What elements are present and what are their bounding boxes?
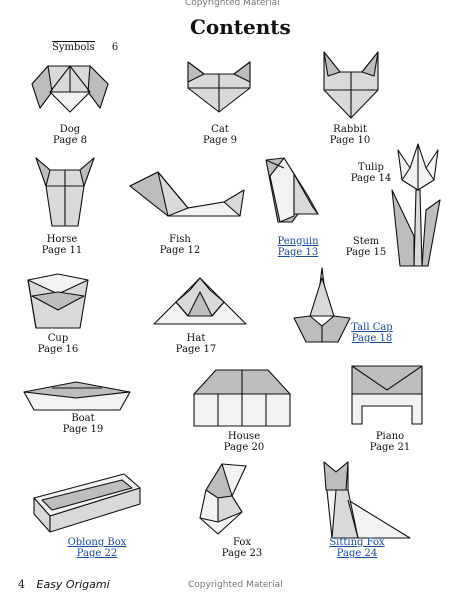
watermark-top: Copyrighted Material <box>185 0 280 8</box>
oblong-box-model-icon <box>33 473 141 533</box>
horse-model-icon <box>35 157 95 227</box>
entry-cat[interactable]: Cat Page 9 <box>190 124 250 146</box>
sitting-fox-model-icon <box>323 461 411 539</box>
entry-oblong-box[interactable]: Oblong Box Page 22 <box>62 537 132 559</box>
dog-model-icon <box>31 65 109 113</box>
page-title: Contents <box>190 15 291 39</box>
entry-sitting-fox[interactable]: Sitting Fox Page 24 <box>324 537 390 559</box>
entry-name: House <box>227 431 261 442</box>
entry-name: Dog <box>59 124 81 135</box>
tulip-model-icon <box>391 143 441 267</box>
entry-name: Horse <box>46 234 78 245</box>
house-model-icon <box>193 369 291 427</box>
entry-page: Page 17 <box>175 344 217 355</box>
entry-page: Page 13 <box>277 247 319 258</box>
entry-name: Piano <box>375 431 405 442</box>
entry-page: Page 21 <box>369 442 411 453</box>
entry-name: Tall Cap <box>351 322 393 333</box>
entry-page: Page 23 <box>221 548 263 559</box>
cup-model-icon <box>27 273 89 329</box>
entry-tall-cap[interactable]: Tall Cap Page 18 <box>346 322 398 344</box>
symbols-label: Symbols <box>52 41 95 53</box>
entry-page: Page 12 <box>159 245 201 256</box>
entry-page: Page 18 <box>351 333 393 344</box>
entry-boat[interactable]: Boat Page 19 <box>53 413 113 435</box>
watermark-bottom: Copyrighted Material <box>188 580 283 590</box>
entry-name: Penguin <box>277 236 319 247</box>
entry-name: Stem <box>352 236 380 247</box>
entry-rabbit[interactable]: Rabbit Page 10 <box>320 124 380 146</box>
boat-model-icon <box>23 381 131 411</box>
entry-hat[interactable]: Hat Page 17 <box>166 333 226 355</box>
entry-piano[interactable]: Piano Page 21 <box>360 431 420 453</box>
entry-stem[interactable]: Stem Page 15 <box>342 236 390 258</box>
entry-page: Page 10 <box>329 135 371 146</box>
entry-page: Page 15 <box>345 247 387 258</box>
footer: 4 Easy Origami <box>18 578 110 591</box>
fish-model-icon <box>129 171 245 217</box>
entry-page: Page 19 <box>62 424 104 435</box>
entry-page: Page 9 <box>202 135 238 146</box>
cat-model-icon <box>187 61 251 113</box>
entry-page: Page 24 <box>336 548 378 559</box>
entry-house[interactable]: House Page 20 <box>214 431 274 453</box>
rabbit-model-icon <box>323 51 379 119</box>
entry-tulip[interactable]: Tulip Page 14 <box>350 162 392 184</box>
entry-name: Sitting Fox <box>329 537 385 548</box>
entry-page: Page 8 <box>52 135 88 146</box>
entry-name: Cat <box>211 124 229 135</box>
symbols-entry[interactable]: Symbols 6 <box>52 41 119 53</box>
entry-fox[interactable]: Fox Page 23 <box>212 537 272 559</box>
entry-page: Page 14 <box>350 173 392 184</box>
entry-cup[interactable]: Cup Page 16 <box>28 333 88 355</box>
piano-model-icon <box>351 365 423 425</box>
entry-name: Oblong Box <box>67 537 127 548</box>
entry-penguin[interactable]: Penguin Page 13 <box>268 236 328 258</box>
entry-name: Fox <box>232 537 252 548</box>
tall-cap-model-icon <box>293 267 351 343</box>
hat-model-icon <box>153 277 247 325</box>
footer-page-number: 4 <box>18 578 25 591</box>
entry-page: Page 16 <box>37 344 79 355</box>
entry-name: Boat <box>71 413 95 424</box>
entry-name: Rabbit <box>333 124 367 135</box>
entry-fish[interactable]: Fish Page 12 <box>150 234 210 256</box>
footer-book-title: Easy Origami <box>36 578 110 591</box>
entry-dog[interactable]: Dog Page 8 <box>40 124 100 146</box>
entry-name: Cup <box>47 333 69 344</box>
entry-name: Hat <box>186 333 206 344</box>
penguin-model-icon <box>265 157 319 223</box>
entry-page: Page 20 <box>223 442 265 453</box>
entry-name: Tulip <box>358 162 384 173</box>
entry-name: Fish <box>169 234 191 245</box>
symbols-page: 6 <box>111 42 119 53</box>
entry-page: Page 11 <box>41 245 83 256</box>
entry-horse[interactable]: Horse Page 11 <box>32 234 92 256</box>
entry-page: Page 22 <box>76 548 118 559</box>
fox-model-icon <box>199 463 247 535</box>
